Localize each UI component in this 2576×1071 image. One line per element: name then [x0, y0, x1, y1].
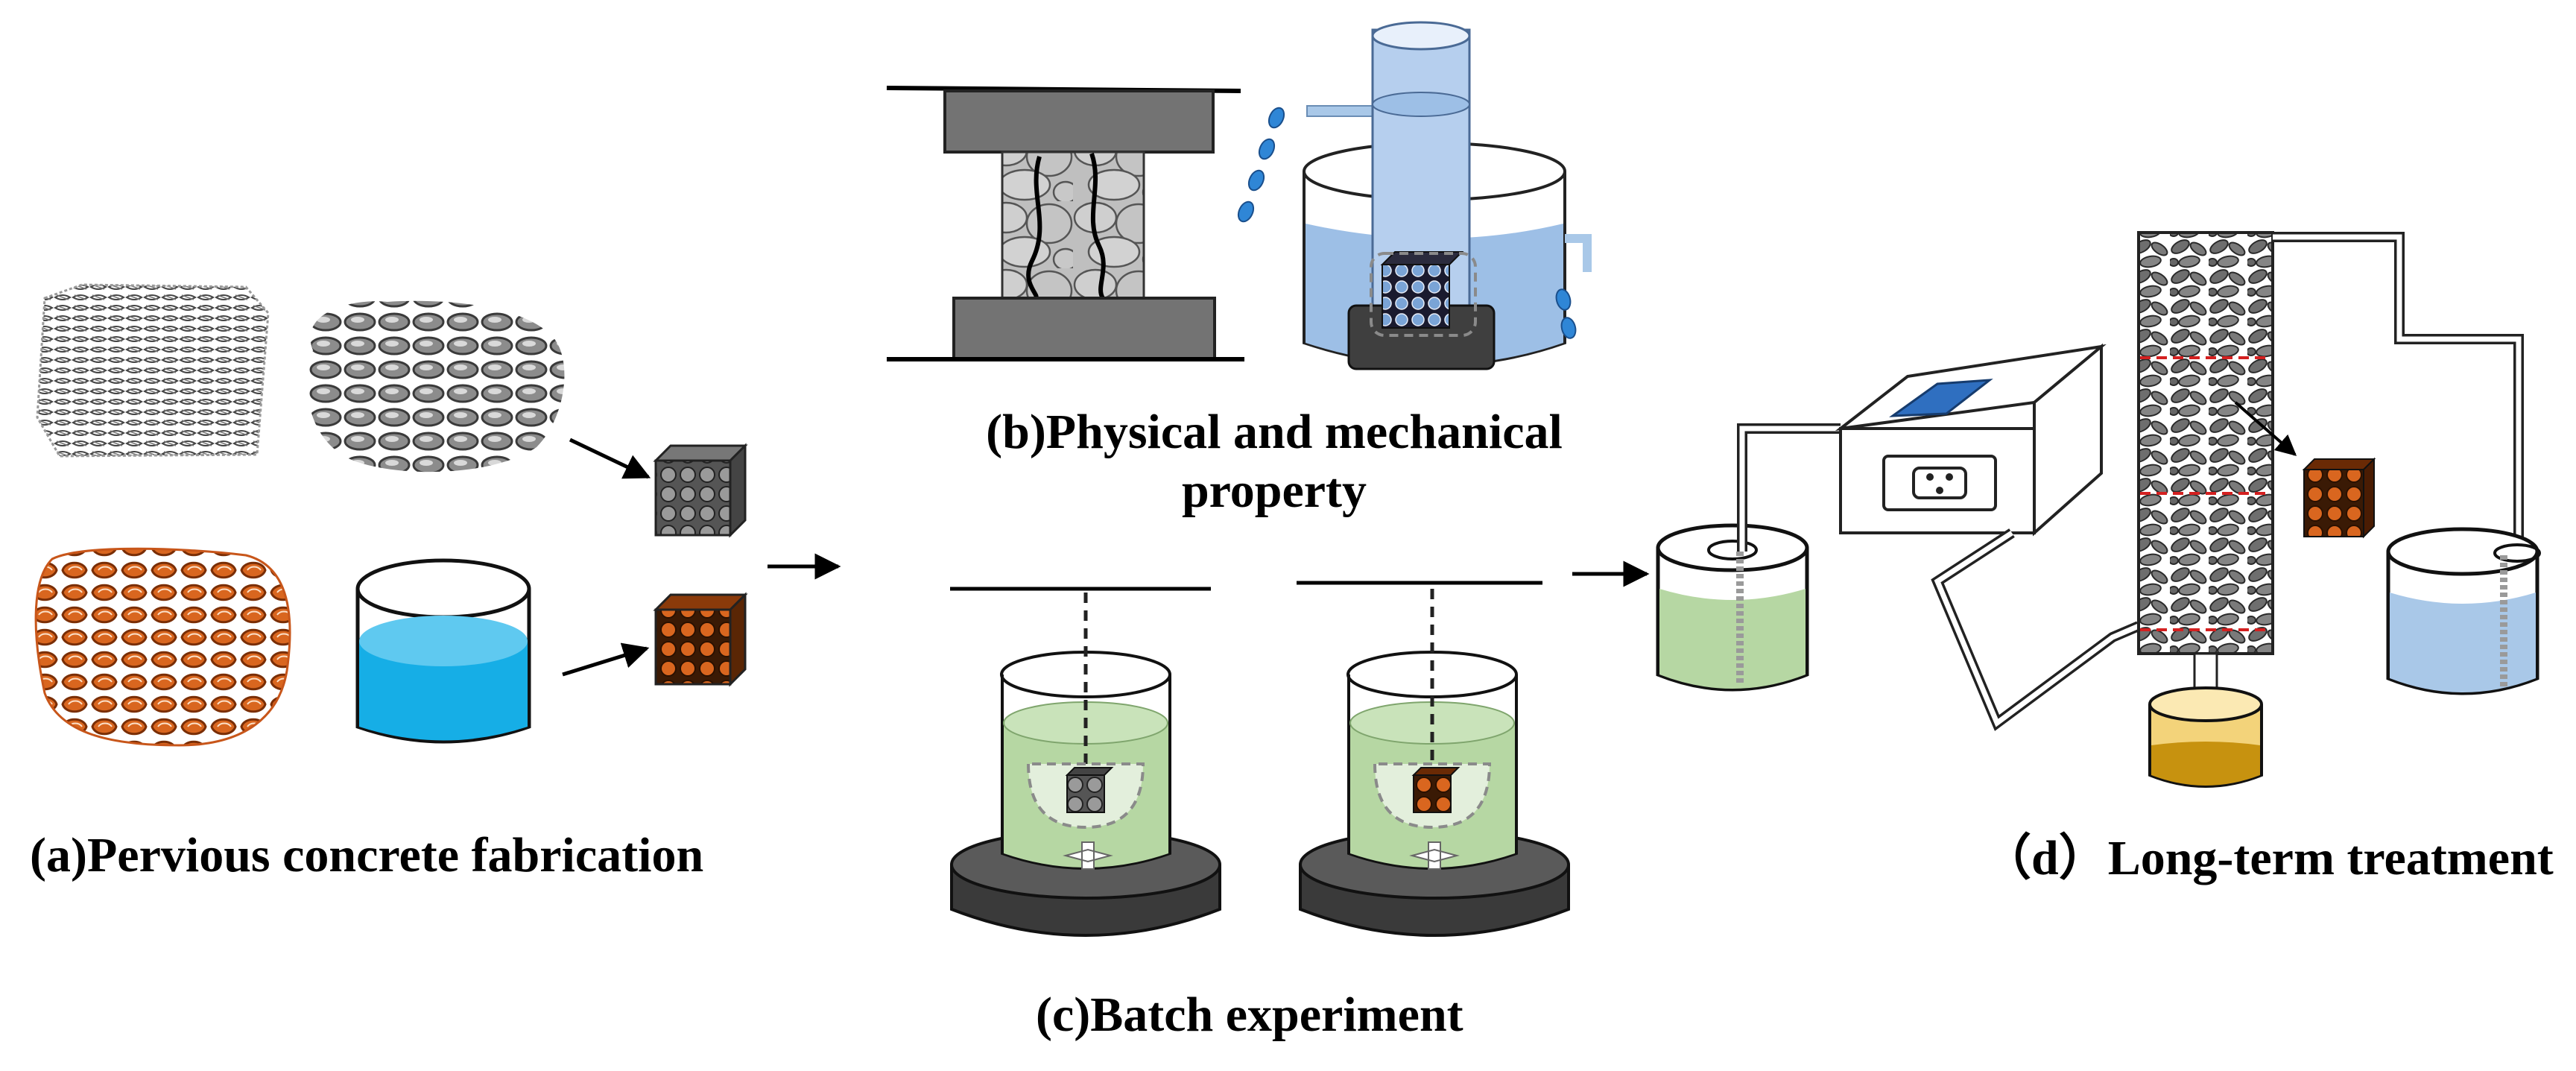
caption-a: (a)Pervious concrete fabrication: [30, 828, 704, 882]
cube-sample-icon: [1411, 767, 1461, 813]
water-drops-icon: [1237, 107, 1285, 223]
water-drops-icon: [1555, 288, 1577, 339]
cube-sample-icon: [1065, 767, 1114, 813]
stir-bar-icon: [1409, 841, 1460, 870]
permeameter-icon: [1303, 21, 1592, 370]
filter-column-icon: [2137, 231, 2376, 696]
gray-coarse-aggregate-pile-icon: [307, 300, 565, 473]
section-b: [886, 21, 1592, 370]
caption-b: (b)Physical and mechanical property: [986, 405, 1563, 519]
compression-press-icon: [886, 86, 1244, 361]
caption-d: （d）Long-term treatment: [1982, 831, 2554, 885]
gray-fine-aggregate-pile-icon: [36, 283, 270, 458]
sludge-beaker-icon: [2148, 686, 2263, 788]
orange-aggregate-pile-icon: [34, 547, 291, 747]
section-a: [34, 283, 841, 747]
batch-reactor-orange-sample: [1297, 581, 1570, 937]
cube-sample-icon: [2302, 457, 2376, 539]
section-d: [1656, 231, 2541, 788]
section-c: [950, 560, 1650, 937]
caption-c: (c)Batch experiment: [1036, 988, 1463, 1042]
water-beaker-icon: [355, 558, 531, 744]
cube-sample-icon: [1380, 251, 1464, 329]
effluent-beaker-icon: [2386, 527, 2541, 695]
batch-reactor-black-sample: [950, 587, 1221, 937]
orange-concrete-cube-icon: [653, 592, 748, 687]
arrow-icon: [562, 642, 650, 677]
influent-beaker-icon: [1656, 523, 1809, 692]
arrow-icon: [569, 437, 651, 479]
gray-concrete-cube-icon: [653, 443, 748, 538]
peristaltic-pump-icon: [1835, 343, 2107, 537]
stir-bar-icon: [1063, 841, 1113, 870]
